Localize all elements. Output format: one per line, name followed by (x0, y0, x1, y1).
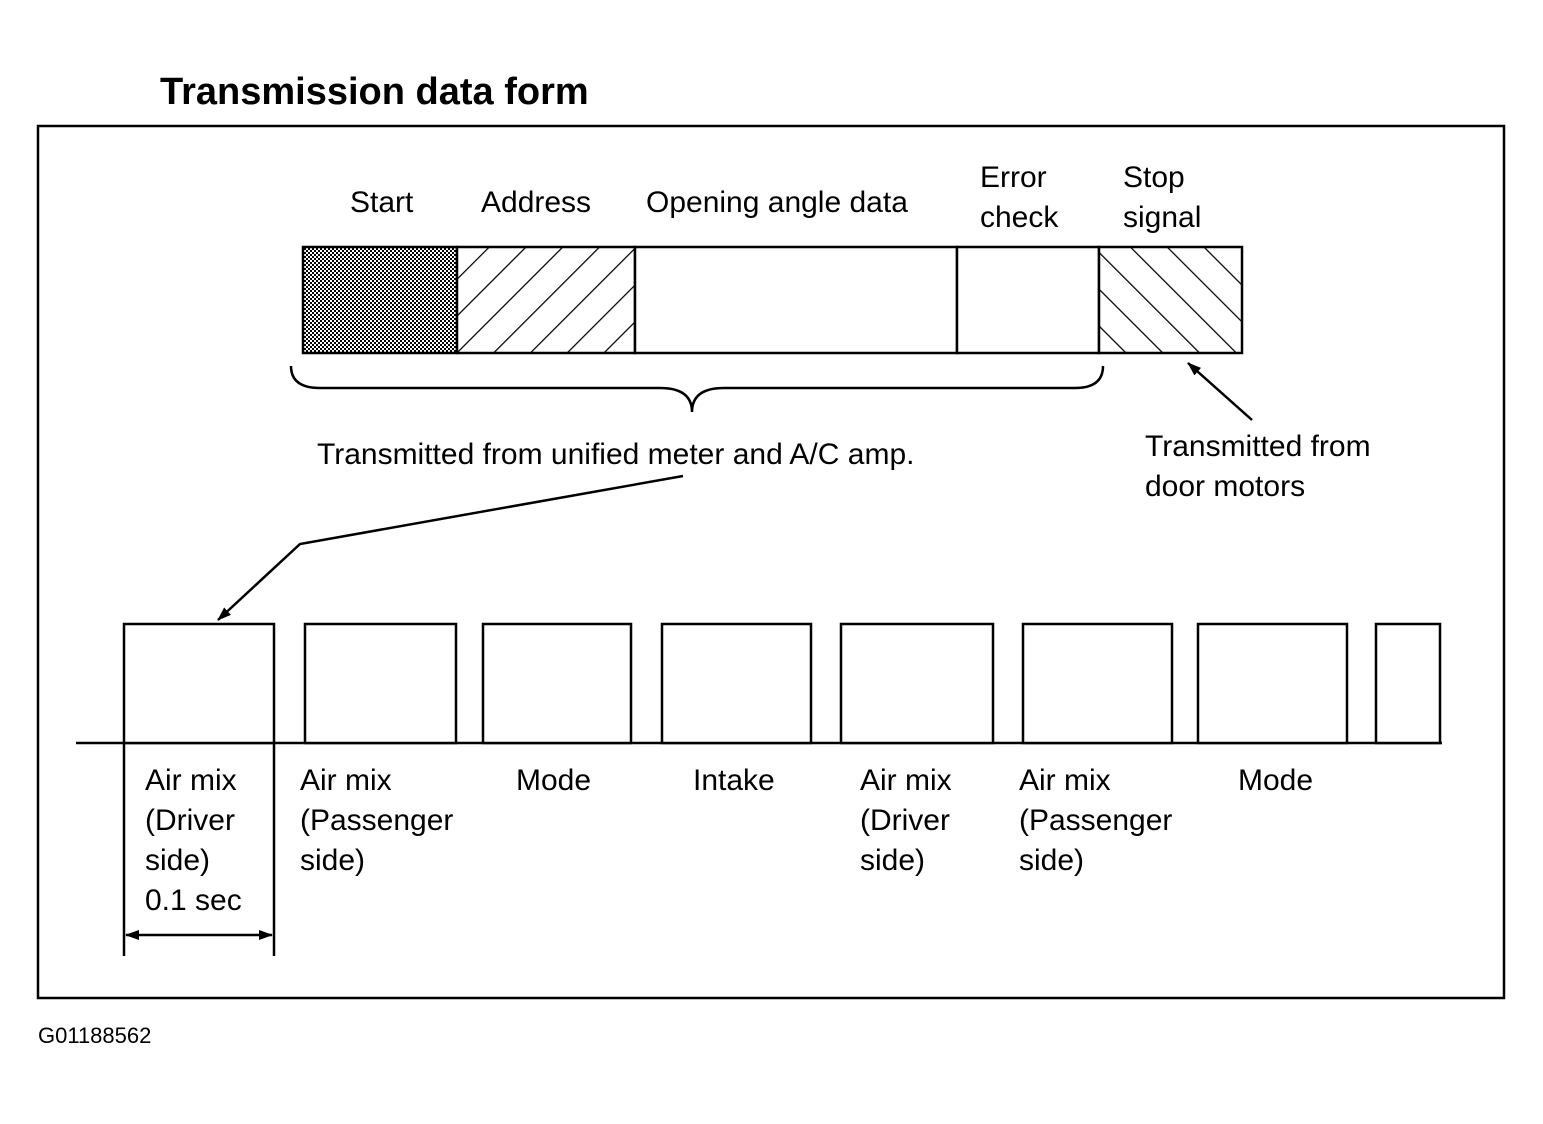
pulse-label-2-line-2: (Passenger (300, 804, 453, 837)
pulse-train (76, 622, 1442, 745)
pulse-air-mix-passenger (303, 622, 458, 745)
label-error-line-1: Error (980, 161, 1047, 194)
segment-address (455, 245, 637, 355)
pulse-air-mix-driver (122, 622, 276, 745)
pulse-air-mix-driver-2 (839, 622, 995, 745)
label-opening-angle: Opening angle data (646, 186, 908, 219)
label-address: Address (481, 186, 591, 219)
data-frame-bar (301, 245, 1244, 355)
pulse-mode (481, 622, 633, 745)
pulse-label-1-line-2: (Driver (145, 804, 235, 837)
pulse-label-6-line-2: (Passenger (1019, 804, 1172, 837)
pulse-partial (1374, 622, 1442, 745)
pulse-label-7-line-1: Mode (1238, 764, 1313, 797)
segment-error-check (955, 245, 1101, 355)
pulse-label-1-line-3: side) (145, 844, 210, 877)
pulse-intake (660, 622, 813, 745)
label-error-line-2: check (980, 201, 1059, 234)
segment-opening-angle (633, 245, 959, 355)
annotation-from-motors-line-2: door motors (1145, 470, 1305, 503)
label-stop-line-1: Stop (1123, 161, 1185, 194)
curly-brace (289, 365, 1105, 413)
pulse-label-2-line-1: Air mix (300, 764, 392, 797)
diagram-frame (36, 124, 1506, 1000)
duration-label: 0.1 sec (145, 884, 242, 917)
pulse-label-1-line-1: Air mix (145, 764, 237, 797)
figure-code: G01188562 (38, 1023, 151, 1048)
segment-stop-signal (1097, 245, 1244, 355)
pulse-label-5-line-3: side) (860, 844, 925, 877)
arrow-to-first-pulse (217, 474, 684, 621)
label-stop-line-2: signal (1123, 201, 1201, 234)
pulse-label-4-line-1: Intake (693, 764, 775, 797)
pulse-label-3-line-1: Mode (516, 764, 591, 797)
pulse-label-6-line-3: side) (1019, 844, 1084, 877)
arrow-to-stop-signal (1187, 362, 1253, 421)
diagram-title: Transmission data form (160, 71, 589, 113)
pulse-label-5-line-2: (Driver (860, 804, 950, 837)
pulse-air-mix-passenger-2 (1021, 622, 1174, 745)
pulse-label-2-line-3: side) (300, 844, 365, 877)
annotation-from-motors-line-1: Transmitted from (1145, 430, 1371, 463)
segment-start (301, 245, 459, 355)
pulse-label-6-line-1: Air mix (1019, 764, 1111, 797)
pulse-label-5-line-1: Air mix (860, 764, 952, 797)
annotation-from-amp: Transmitted from unified meter and A/C a… (317, 438, 914, 471)
pulse-mode-2 (1196, 622, 1349, 745)
label-start: Start (350, 186, 414, 219)
